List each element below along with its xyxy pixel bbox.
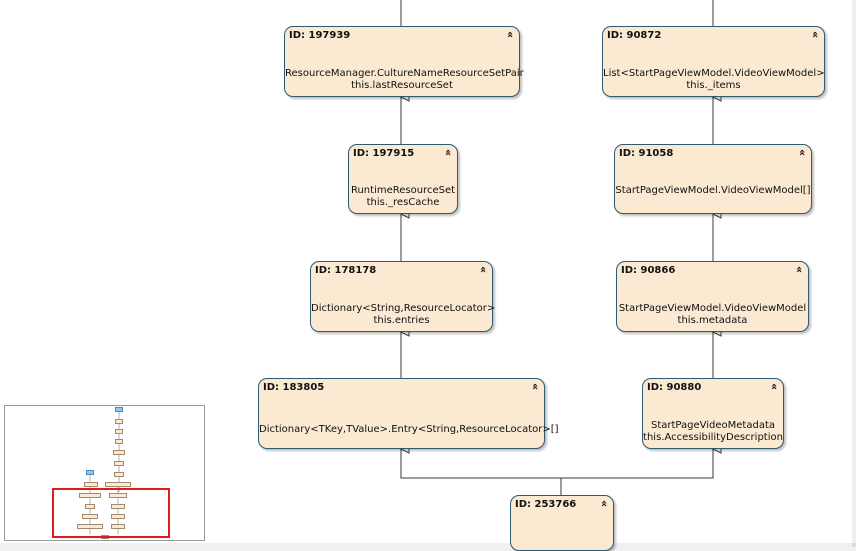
collapse-icon[interactable]: « [808, 30, 822, 39]
minimap-node [86, 470, 94, 475]
node-91058[interactable]: ID: 91058 « StartPageViewModel.VideoView… [614, 144, 812, 214]
minimap-node [115, 407, 123, 412]
edge-253766-183805 [401, 449, 562, 495]
node-type-label: Dictionary<String,ResourceLocator> [311, 303, 496, 314]
node-90872[interactable]: ID: 90872 « List<StartPageViewModel.Vide… [602, 26, 825, 97]
node-183805[interactable]: ID: 183805 « Dictionary<TKey,TValue>.Ent… [258, 378, 559, 449]
node-type-label: List<StartPageViewModel.VideoViewModel> [603, 68, 825, 79]
node-field-label: this._resCache [366, 197, 440, 208]
node-field-label: this.metadata [677, 315, 748, 326]
node-id-label: ID: 90866 [621, 265, 676, 276]
overview-minimap[interactable] [4, 405, 205, 541]
node-type-label: StartPageViewModel.VideoViewModel [618, 303, 807, 314]
minimap-node [111, 524, 125, 529]
collapse-icon[interactable]: « [795, 148, 809, 157]
minimap-node [105, 482, 131, 487]
node-type-label: Dictionary<TKey,TValue>.Entry<String,Res… [259, 424, 559, 435]
node-id-label: ID: 253766 [515, 499, 577, 510]
overview-viewport-highlight[interactable] [52, 488, 170, 538]
minimap-node [114, 472, 124, 477]
minimap-node [115, 419, 123, 424]
minimap-node [82, 514, 98, 519]
scroll-corner [852, 543, 856, 547]
collapse-icon[interactable]: « [476, 265, 490, 274]
node-field-label: this.entries [373, 315, 430, 326]
node-178178[interactable]: ID: 178178 « Dictionary<String,ResourceL… [310, 261, 496, 332]
minimap-node [113, 450, 125, 455]
node-type-label: StartPageViewModel.VideoViewModel[] [615, 185, 811, 196]
minimap-node [114, 461, 124, 466]
minimap-node [79, 493, 101, 498]
minimap-node [84, 482, 98, 487]
node-body: StartPageViewModel.VideoViewModel this.m… [617, 303, 808, 327]
node-body: StartPageVideoMetadata this.Accessibilit… [643, 420, 783, 444]
collapse-icon[interactable]: « [528, 382, 542, 391]
node-id-label: ID: 178178 [315, 265, 377, 276]
node-field-label: this._items [686, 80, 741, 91]
node-type-label: RuntimeResourceSet [350, 185, 456, 196]
minimap-node [77, 524, 103, 529]
node-type-label: ResourceManager.CultureNameResourceSetPa… [285, 68, 524, 79]
node-id-label: ID: 183805 [263, 382, 325, 393]
node-type-label: StartPageVideoMetadata [650, 420, 775, 431]
node-id-label: ID: 90872 [607, 30, 662, 41]
node-field-label: this.lastResourceSet [351, 80, 453, 91]
node-90866[interactable]: ID: 90866 « StartPageViewModel.VideoView… [616, 261, 809, 332]
node-id-label: ID: 90880 [647, 382, 702, 393]
node-body: RuntimeResourceSet this._resCache [349, 185, 457, 209]
collapse-icon[interactable]: « [767, 382, 781, 391]
node-id-label: ID: 91058 [619, 148, 674, 159]
node-90880[interactable]: ID: 90880 « StartPageVideoMetadata this.… [642, 378, 784, 449]
node-body: StartPageViewModel.VideoViewModel[] [615, 185, 811, 197]
node-id-label: ID: 197939 [289, 30, 351, 41]
minimap-node [115, 439, 123, 444]
node-body: Dictionary<TKey,TValue>.Entry<String,Res… [259, 424, 559, 436]
edge-253766-90880 [561, 449, 713, 479]
collapse-icon[interactable]: « [503, 30, 517, 39]
node-id-label: ID: 197915 [353, 148, 415, 159]
minimap-node [115, 429, 123, 434]
collapse-icon[interactable]: « [441, 148, 455, 157]
node-253766[interactable]: ID: 253766 « [510, 495, 614, 551]
collapse-icon[interactable]: « [792, 265, 806, 274]
node-field-label: this.AccessibilityDescription [643, 432, 783, 443]
node-197915[interactable]: ID: 197915 « RuntimeResourceSet this._re… [348, 144, 458, 214]
collapse-icon[interactable]: « [597, 499, 611, 508]
node-197939[interactable]: ID: 197939 « ResourceManager.CultureName… [284, 26, 524, 97]
node-body: List<StartPageViewModel.VideoViewModel> … [603, 68, 825, 92]
minimap-node [111, 514, 125, 519]
node-body: Dictionary<String,ResourceLocator> this.… [311, 303, 496, 327]
node-body: ResourceManager.CultureNameResourceSetPa… [285, 68, 524, 92]
minimap-node [85, 504, 95, 509]
minimap-node [111, 504, 125, 509]
minimap-node [109, 493, 127, 498]
